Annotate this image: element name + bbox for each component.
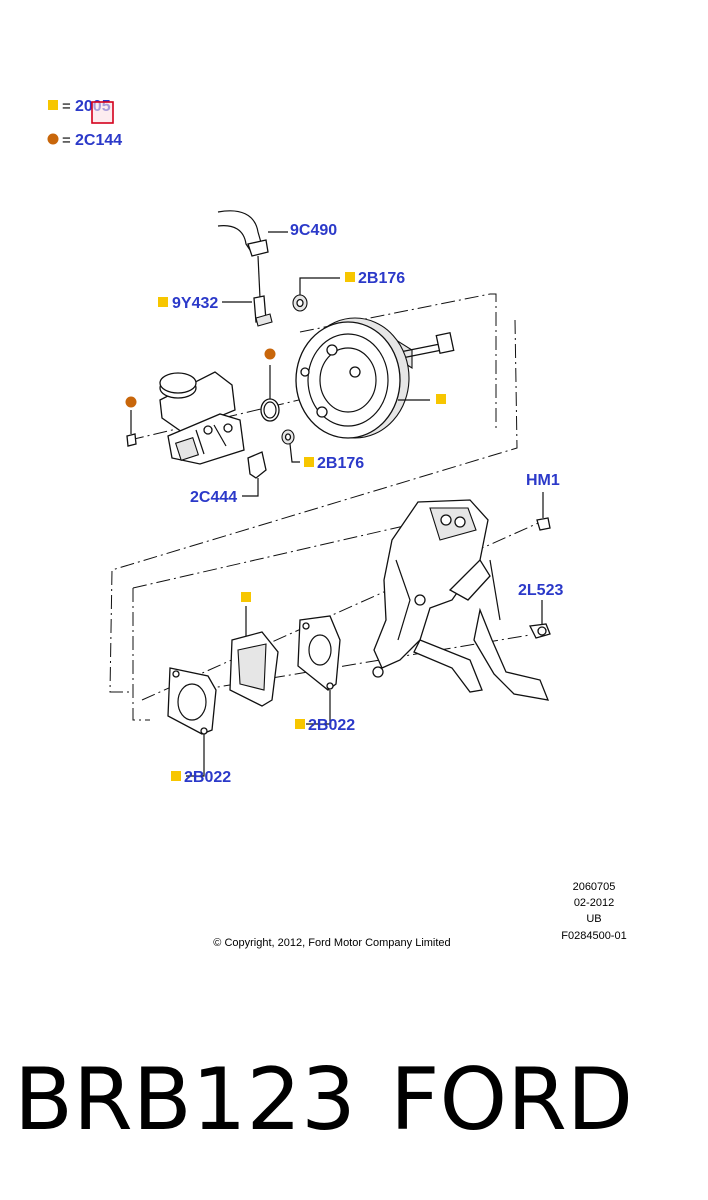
vacuum-valve[interactable]	[242, 451, 267, 497]
legend-code-2C144[interactable]: 2C144	[75, 132, 122, 149]
footer-brand: FORD	[390, 1050, 634, 1150]
label-2L523[interactable]: 2L523	[518, 582, 563, 599]
meta-line-4: F0284500-01	[561, 930, 626, 942]
label-2C444[interactable]: 2C444	[190, 489, 237, 506]
label-9C490[interactable]: 9C490	[290, 222, 337, 239]
meta-line-2: 02-2012	[574, 897, 614, 909]
check-valve[interactable]	[222, 295, 273, 327]
label-square-icon	[158, 297, 168, 307]
legend-square-icon	[48, 100, 58, 110]
selection-highlight-box	[91, 101, 114, 124]
label-2B176-lower[interactable]: 2B176	[317, 455, 364, 472]
master-cylinder-bolt[interactable]	[126, 410, 137, 447]
pedal-assembly[interactable]	[372, 499, 550, 701]
o-ring-seal[interactable]	[260, 365, 280, 422]
vacuum-hose[interactable]	[217, 210, 288, 299]
legend-equals: =	[62, 98, 71, 115]
nut-HM1[interactable]	[536, 492, 551, 531]
label-9Y432[interactable]: 9Y432	[172, 295, 218, 312]
upper-grommet[interactable]	[292, 277, 340, 312]
label-2B022-upper[interactable]: 2B022	[308, 717, 355, 734]
gasket-rear[interactable]	[297, 615, 341, 725]
bolt-2L523[interactable]	[529, 600, 551, 639]
label-square-icon	[345, 272, 355, 282]
label-2B022-lower[interactable]: 2B022	[184, 769, 231, 786]
brake-booster[interactable]	[295, 317, 455, 439]
label-square-icon	[171, 771, 181, 781]
spacer-square-icon	[241, 592, 251, 602]
drawing-metadata: 2060705 02-2012 UB F0284500-01 © Copyrig…	[213, 881, 626, 949]
copyright-text: © Copyright, 2012, Ford Motor Company Li…	[213, 937, 450, 949]
legend: = 2005 = 2C144	[47, 98, 122, 149]
label-square-icon	[304, 457, 314, 467]
meta-line-3: UB	[586, 913, 601, 925]
bolt-circle-icon	[125, 396, 137, 408]
label-square-icon	[295, 719, 305, 729]
gasket-front[interactable]	[167, 667, 217, 777]
meta-line-1: 2060705	[573, 881, 616, 893]
master-cylinder[interactable]	[159, 371, 245, 465]
label-HM1[interactable]: HM1	[526, 472, 560, 489]
lower-grommet[interactable]	[281, 429, 300, 463]
booster-square-icon	[436, 394, 446, 404]
seal-circle-icon	[264, 348, 276, 360]
legend-circle-icon	[47, 133, 59, 145]
legend-equals: =	[62, 132, 71, 149]
spacer-block[interactable]	[229, 606, 279, 707]
footer-part-code: BRB123	[14, 1050, 356, 1150]
label-2B176-upper[interactable]: 2B176	[358, 270, 405, 287]
brake-booster-exploded-diagram: = 2005 = 2C144 9C490 9Y432 2	[47, 98, 627, 949]
